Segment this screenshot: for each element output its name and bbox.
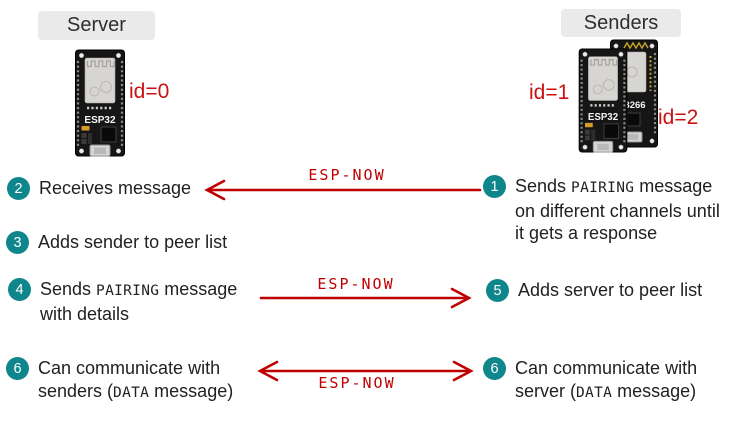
- server-label: Server: [38, 11, 155, 40]
- step-6-sender-side: 6 Can communicate with server (DATA mess…: [483, 357, 697, 404]
- step-2-line1: Receives message: [39, 178, 192, 198]
- step-6-left-mono-token: DATA: [113, 384, 150, 401]
- step-3-text: Adds sender to peer list: [38, 231, 227, 254]
- step-4-mono-token: PAIRING: [96, 283, 160, 299]
- step-6-right-line2-post: message): [612, 380, 697, 401]
- esp32-board-graphic: ESP32: [75, 49, 125, 157]
- step-5-number-badge: 5: [486, 279, 509, 302]
- step-2: 2 Receives message: [7, 177, 191, 200]
- board-silkscreen-text: ESP32: [588, 112, 619, 123]
- esp-now-label-data-exchange: ESP-NOW: [318, 374, 396, 392]
- step-1-line3: it gets a response: [515, 223, 658, 243]
- step-6-left-text: Can communicate with senders (DATA messa…: [38, 357, 233, 404]
- step-3-number-badge: 3: [6, 231, 29, 254]
- step-6-server-side: 6 Can communicate with senders (DATA mes…: [6, 357, 233, 404]
- step-2-number-badge: 2: [7, 177, 30, 200]
- step-1-line2: on different channels until: [515, 200, 720, 221]
- sender1-id-label: id=1: [529, 81, 570, 104]
- step-4-number-badge: 4: [8, 278, 31, 301]
- step-5: 5 Adds server to peer list: [486, 279, 702, 302]
- step-4-text: Sends PAIRING message with details: [40, 278, 237, 325]
- sender2-id-label: id=2: [658, 106, 699, 129]
- step-5-text: Adds server to peer list: [518, 279, 702, 302]
- step-3: 3 Adds sender to peer list: [6, 231, 227, 254]
- step-4-line1-post: message: [159, 279, 238, 299]
- step-4-line2: with details: [40, 303, 130, 324]
- step-1-number-badge: 1: [483, 175, 506, 198]
- step-6-left-line2-pre: senders (: [38, 380, 114, 401]
- board-silkscreen-text: 8266: [624, 100, 645, 111]
- step-1-line1-post: message: [634, 176, 713, 196]
- server-esp32-board: ESP32: [75, 48, 125, 158]
- step-2-text: Receives message: [39, 177, 191, 200]
- step-6-right-text: Can communicate with server (DATA messag…: [515, 357, 697, 404]
- esp-now-label-pairing-response: ESP-NOW: [317, 275, 395, 293]
- board-silkscreen-text: ESP32: [84, 115, 116, 126]
- step-6-right-number-badge: 6: [483, 357, 506, 380]
- step-4: 4 Sends PAIRING message with details: [8, 278, 237, 325]
- step-1-mono-token: PAIRING: [571, 180, 635, 196]
- step-6-right-mono-token: DATA: [576, 384, 613, 401]
- step-5-line1: Adds server to peer list: [518, 280, 703, 300]
- esp32-board-graphic: ESP32: [578, 48, 628, 153]
- step-6-right-line2-pre: server (: [515, 380, 577, 401]
- sender-esp32-board: ESP32: [578, 47, 628, 154]
- step-1: 1 Sends PAIRING message on different cha…: [483, 175, 720, 245]
- step-6-left-line2-post: message): [149, 380, 234, 401]
- step-6-left-line1: Can communicate with: [38, 358, 221, 378]
- step-1-line1-pre: Sends: [515, 176, 572, 196]
- server-id-label: id=0: [129, 80, 170, 103]
- step-1-text: Sends PAIRING message on different chann…: [515, 175, 720, 245]
- esp-now-label-pairing-request: ESP-NOW: [308, 166, 386, 184]
- step-4-line1-pre: Sends: [40, 279, 97, 299]
- step-3-line1: Adds sender to peer list: [38, 232, 228, 252]
- step-6-left-number-badge: 6: [6, 357, 29, 380]
- step-6-right-line1: Can communicate with: [515, 358, 698, 378]
- senders-label: Senders: [561, 9, 681, 37]
